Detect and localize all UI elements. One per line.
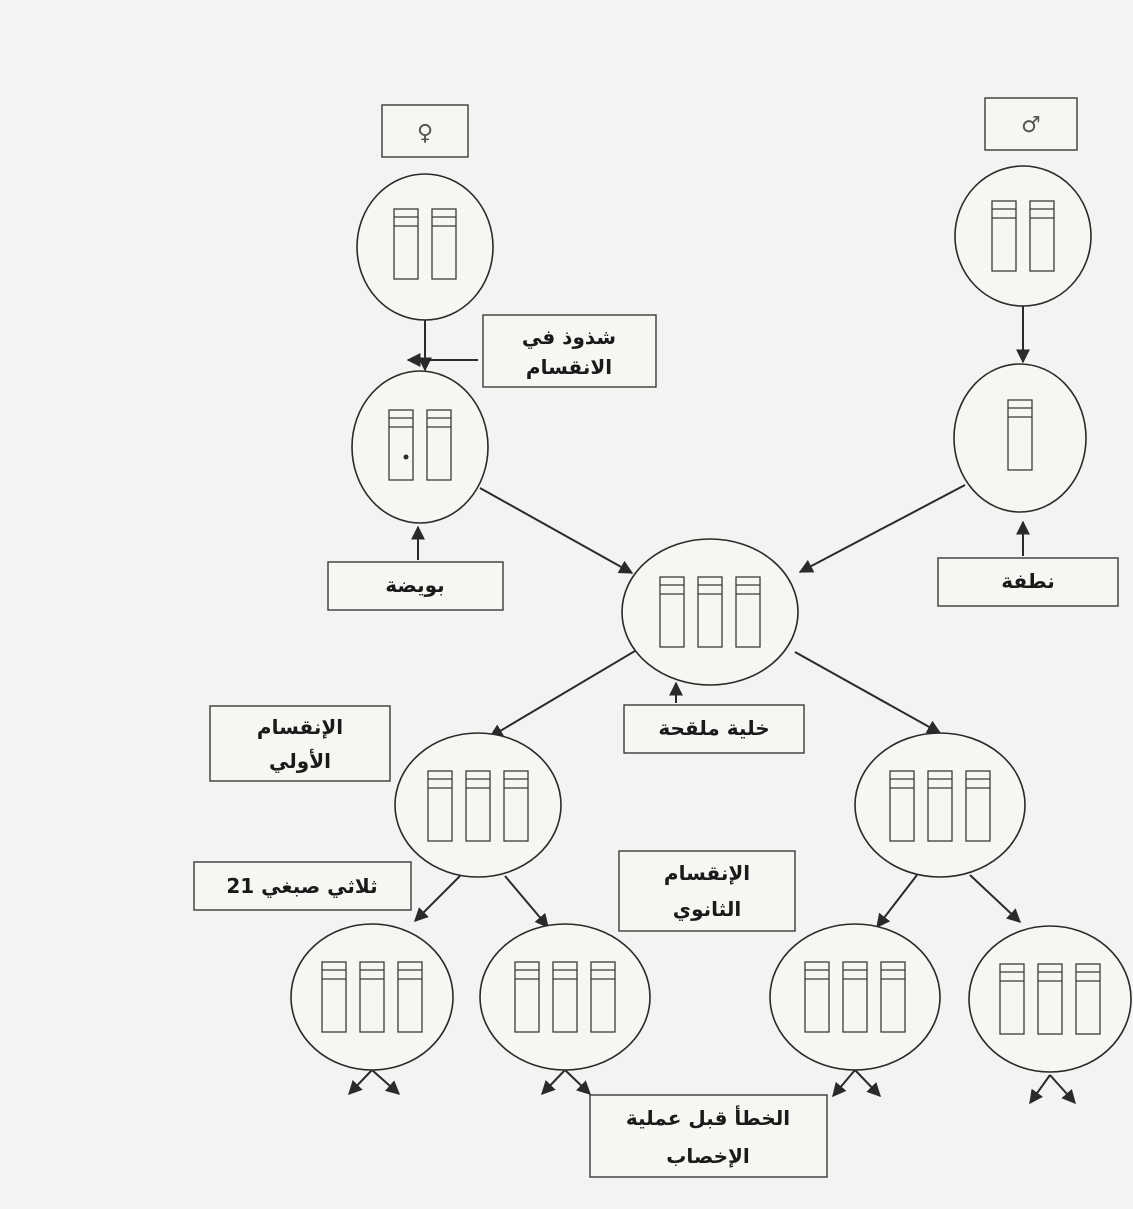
edges xyxy=(348,305,1076,1105)
chromosome-right-left-2 xyxy=(842,961,868,1033)
male-parent-cell xyxy=(954,165,1092,307)
arrow-fork-rl-right xyxy=(854,1069,881,1098)
sperm-label: نطفة xyxy=(1001,569,1055,593)
egg-label: بويضة xyxy=(385,573,444,597)
cells xyxy=(290,165,1132,1073)
error-label-1: الخطأ قبل عملية xyxy=(626,1104,790,1130)
trisomy-box: ثلاثي صبغي 21 xyxy=(193,861,412,911)
second-division-label-1: الإنقسام xyxy=(664,861,750,885)
chromosome-sperm-1 xyxy=(1007,399,1033,471)
first-division-label-1: الإنقسام xyxy=(257,715,343,739)
left-daughter-cell xyxy=(394,732,562,878)
arrow-l-to-lr xyxy=(504,875,549,929)
chromosome-left-left-1 xyxy=(321,961,347,1033)
arrow-zygote-to-left xyxy=(488,647,641,738)
right-daughter-cell xyxy=(854,732,1026,878)
male-symbol-box: ♂ xyxy=(984,97,1078,151)
chromosome-left-daughter-2 xyxy=(465,770,491,842)
arrow-fork-lr-right xyxy=(564,1069,592,1095)
arrow-fork-rr-right xyxy=(1049,1074,1076,1105)
chromosome-left-right-3 xyxy=(590,961,616,1033)
sperm-cell xyxy=(953,363,1087,513)
first-division-label-2: الأولي xyxy=(269,748,331,774)
arrow-egg-to-zygote xyxy=(479,487,634,574)
cell-left-left xyxy=(290,923,454,1071)
division-abnormality-box: شذوذ في الانقسام xyxy=(482,314,657,388)
fertilized-cell-box: خلية ملقحة xyxy=(623,704,805,754)
chromosome-left-right-2 xyxy=(552,961,578,1033)
chromosome-zygote-2 xyxy=(697,576,723,648)
arrow-fork-rl-left xyxy=(832,1069,856,1098)
chromosome-right-right-2 xyxy=(1037,963,1063,1035)
sperm-label-box: نطفة xyxy=(937,557,1119,607)
egg-chromosome-dot xyxy=(403,454,409,460)
fertilized-cell-label: خلية ملقحة xyxy=(658,716,769,740)
chromosome-right-right-3 xyxy=(1075,963,1101,1035)
egg-cell xyxy=(351,370,489,524)
female-symbol: ♀ xyxy=(417,121,433,146)
chromosome-egg-1 xyxy=(388,409,414,481)
zygote-cell xyxy=(621,538,799,686)
chromosome-left-left-2 xyxy=(359,961,385,1033)
chromosome-zygote-1 xyxy=(659,576,685,648)
error-label-2: الإخصاب xyxy=(666,1144,749,1168)
division-abnormality-label-1: شذوذ في xyxy=(522,325,616,350)
division-abnormality-label-2: الانقسام xyxy=(526,355,612,379)
cell-left-right xyxy=(479,923,651,1071)
arrow-fork-rr-left xyxy=(1029,1074,1051,1105)
chromosome-egg-2 xyxy=(426,409,452,481)
chromosome-male-parent-1 xyxy=(991,200,1017,272)
chromosome-left-daughter-3 xyxy=(503,770,529,842)
arrow-r-to-rl xyxy=(876,874,918,929)
chromosome-zygote-3 xyxy=(735,576,761,648)
chromosome-right-right-1 xyxy=(999,963,1025,1035)
arrow-l-to-ll xyxy=(414,875,461,922)
chromosome-left-left-3 xyxy=(397,961,423,1033)
chromosome-left-right-1 xyxy=(514,961,540,1033)
error-before-fertilization-box: الخطأ قبل عملية الإخصاب xyxy=(589,1094,828,1178)
male-symbol: ♂ xyxy=(1021,113,1041,138)
arrow-fork-ll-left xyxy=(348,1069,373,1096)
chromosome-female-parent-2 xyxy=(431,208,457,280)
chromosomes xyxy=(321,200,1101,1035)
female-parent-cell xyxy=(356,173,494,321)
chromosome-right-daughter-2 xyxy=(927,770,953,842)
second-division-label-2: الثانوي xyxy=(673,897,741,922)
chromosome-left-daughter-1 xyxy=(427,770,453,842)
second-division-box: الإنقسام الثانوي xyxy=(618,850,796,932)
cell-right-left xyxy=(769,923,941,1071)
chromosome-female-parent-1 xyxy=(393,208,419,280)
trisomy-label: ثلاثي صبغي 21 xyxy=(226,874,377,899)
chromosome-right-daughter-1 xyxy=(889,770,915,842)
first-division-box: الإنقسام الأولي xyxy=(209,705,391,782)
chromosome-right-left-3 xyxy=(880,961,906,1033)
arrow-fork-ll-right xyxy=(371,1069,401,1095)
chromosome-male-parent-2 xyxy=(1029,200,1055,272)
female-symbol-box: ♀ xyxy=(381,104,469,158)
chromosome-right-left-1 xyxy=(804,961,830,1033)
chromosome-right-daughter-3 xyxy=(965,770,991,842)
arrow-fork-lr-left xyxy=(541,1069,566,1096)
arrow-r-to-rr xyxy=(969,874,1022,923)
arrow-sperm-to-zygote xyxy=(798,484,966,573)
cell-right-right xyxy=(968,925,1132,1073)
arrow-zygote-to-right xyxy=(794,651,942,734)
egg-label-box: بويضة xyxy=(327,561,504,611)
